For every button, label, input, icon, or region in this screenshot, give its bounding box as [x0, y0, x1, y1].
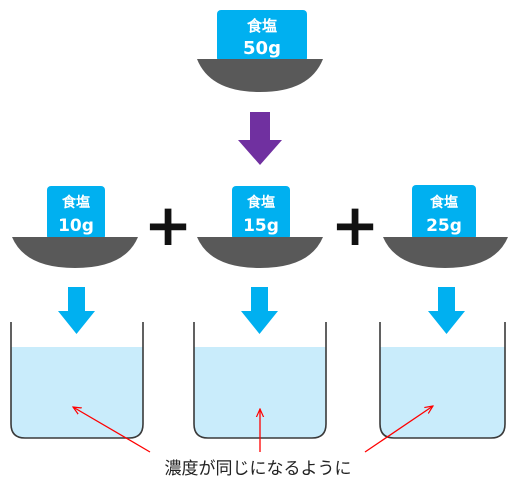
- pointer-line-1: [73, 407, 151, 453]
- beaker-outline-3: [379, 322, 506, 439]
- portion-salt-block-3: [412, 185, 476, 240]
- portion-salt-amount-2: 15g: [243, 216, 279, 236]
- portion-salt-group-1: 食塩 10g: [12, 186, 138, 268]
- portion-scale-dish-3: [383, 237, 508, 268]
- blue-down-arrow-1: [58, 287, 95, 334]
- portion-salt-amount-1: 10g: [58, 216, 94, 236]
- portion-scale-dish-2: [197, 237, 323, 268]
- source-salt-group: 食塩 50g: [197, 10, 323, 92]
- beaker-outline-1: [10, 322, 144, 439]
- beaker-water-2: [194, 347, 326, 438]
- blue-down-arrow-2: [241, 287, 278, 334]
- source-salt-amount: 50g: [243, 38, 281, 59]
- pointer-line-3: [364, 406, 433, 453]
- beaker-1: [10, 322, 144, 439]
- portion-scale-dish-1: [12, 237, 138, 268]
- portion-salt-label-3: 食塩: [430, 194, 458, 211]
- blue-down-arrow-3: [428, 287, 465, 334]
- portion-salt-group-2: 食塩 15g: [197, 186, 323, 268]
- portion-salt-label-1: 食塩: [62, 194, 90, 211]
- plus-sign-2: +: [331, 191, 380, 259]
- source-salt-label: 食塩: [247, 17, 277, 35]
- caption-text: 濃度が同じになるように: [165, 459, 352, 479]
- purple-down-arrow: [238, 112, 282, 165]
- portion-salt-amount-3: 25g: [426, 216, 462, 236]
- beaker-3: [379, 322, 506, 439]
- portion-salt-group-3: 食塩 25g: [383, 185, 508, 268]
- portion-salt-block-2: [232, 186, 290, 240]
- beaker-water-1: [11, 347, 143, 438]
- portion-salt-label-2: 食塩: [247, 194, 275, 211]
- portion-salt-block-1: [47, 186, 105, 240]
- plus-sign-1: +: [144, 191, 193, 259]
- beaker-water-3: [380, 347, 505, 438]
- source-scale-dish: [197, 59, 323, 92]
- source-salt-block: [217, 10, 307, 62]
